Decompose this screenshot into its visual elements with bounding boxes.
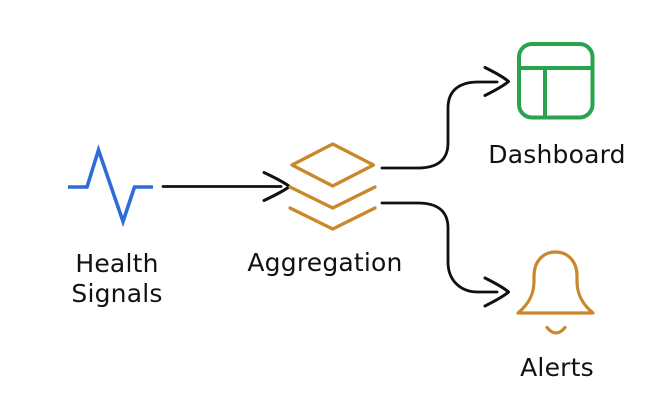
edge-aggregation-to-dashboard: [380, 66, 510, 170]
edge-health-to-aggregation: [161, 171, 291, 202]
node-label-alerts: Alerts: [520, 353, 594, 382]
dashboard-node: [517, 42, 595, 120]
bell-clapper: [545, 325, 567, 335]
arrowhead-icon: [483, 66, 510, 97]
pulse-icon: [68, 144, 153, 228]
node-label-aggregation: Aggregation: [247, 248, 403, 277]
node-label-health-signals: Health Signals: [71, 249, 163, 308]
node-label-dashboard: Dashboard: [488, 140, 626, 169]
aggregation-node: [288, 142, 377, 231]
dashboard-panel-icon: [517, 42, 595, 120]
edge-line: [380, 201, 499, 294]
bell-icon: [516, 250, 595, 335]
alerts-node: [516, 250, 595, 335]
layers-icon: [288, 142, 377, 231]
health-signals-node: [68, 144, 153, 228]
edge-line: [380, 80, 499, 170]
edge-aggregation-to-alerts: [380, 201, 510, 308]
arrowhead-icon: [483, 276, 510, 308]
